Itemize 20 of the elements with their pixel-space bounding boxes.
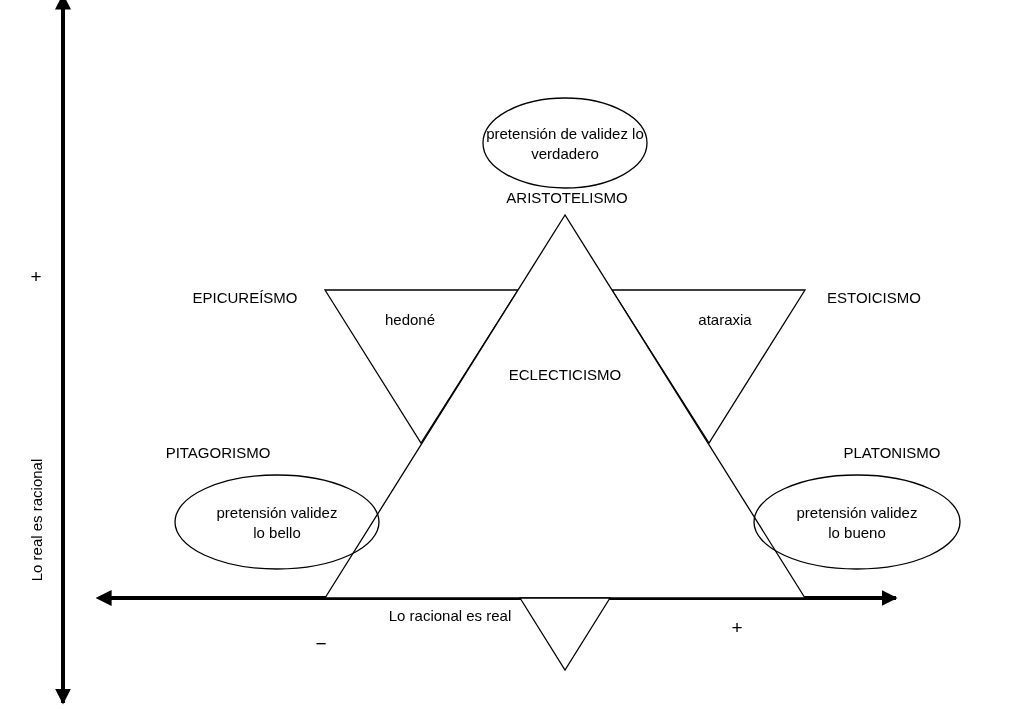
axis-label: Lo racional es real — [388, 606, 512, 624]
school-label: PLATONISMO — [843, 443, 941, 461]
axis-label: Lo real es racional — [27, 458, 45, 582]
ellipse-node — [175, 475, 379, 569]
ellipse-node — [483, 98, 647, 188]
node-text: ataraxia — [698, 310, 752, 330]
school-label: ESTOICISMO — [827, 288, 921, 306]
node-text: pretensión validez lo bello — [215, 502, 339, 542]
node-text: ECLECTICISMO — [508, 365, 622, 385]
node-text: pretensión de validez lo verdadero — [485, 123, 645, 163]
minus-sign: − — [315, 633, 327, 655]
node-text: hedoné — [384, 310, 436, 330]
school-label: ARISTOTELISMO — [506, 188, 628, 206]
plus-sign: + — [731, 617, 743, 639]
plus-sign: + — [30, 266, 42, 288]
triangle-node — [520, 598, 610, 670]
node-text: pretensión validez lo bueno — [795, 502, 919, 542]
school-label: PITAGORISMO — [165, 443, 271, 461]
school-label: EPICUREÍSMO — [192, 288, 298, 306]
ellipse-node — [754, 475, 960, 569]
